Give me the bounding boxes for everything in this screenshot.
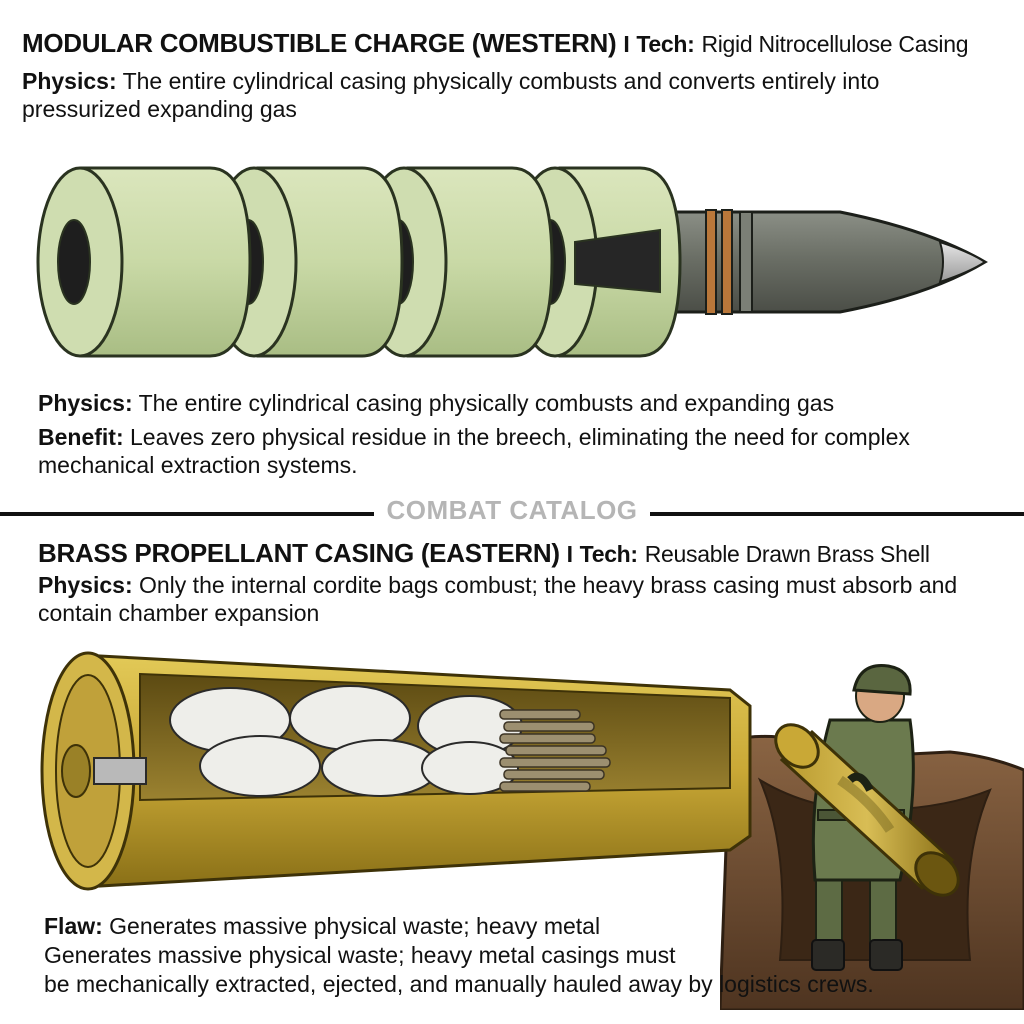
cordite-bags-icon <box>169 685 523 797</box>
bottom-section-title: BRASS PROPELLANT CASING (EASTERN) I Tech… <box>38 538 1008 569</box>
top-physics-repeat-paragraph: Physics: The entire cylindrical casing p… <box>38 390 998 418</box>
soldier-illustration <box>720 664 1024 1010</box>
top-tech-value: Rigid Nitrocellulose Casing <box>701 31 969 57</box>
top-physics2-label: Physics: <box>38 390 133 416</box>
bottom-tech-label: Tech: <box>579 541 638 567</box>
bottom-physics-label: Physics: <box>38 572 133 598</box>
flaw-label: Flaw: <box>44 913 103 939</box>
divider-label-text: COMBAT CATALOG <box>374 495 650 525</box>
brass-casing-illustration <box>40 651 752 891</box>
projectile-icon <box>638 209 988 315</box>
flaw-line-1: Generates massive physical waste; heavy … <box>109 913 601 939</box>
flaw-line-2: Generates massive physical waste; heavy … <box>44 941 676 968</box>
benefit-text: Leaves zero physical residue in the bree… <box>38 424 910 478</box>
benefit-paragraph: Benefit: Leaves zero physical residue in… <box>38 424 998 479</box>
bottom-physics-text: Only the internal cordite bags combust; … <box>38 572 958 626</box>
benefit-label: Benefit: <box>38 424 124 450</box>
top-physics-paragraph: Physics: The entire cylindrical casing p… <box>22 68 982 123</box>
bottom-title-text: BRASS PROPELLANT CASING (EASTERN) <box>38 538 560 568</box>
flaw-paragraph: Flaw: Generates massive physical waste; … <box>44 912 1004 998</box>
charge-module-1 <box>36 166 252 358</box>
top-physics-label: Physics: <box>22 68 117 94</box>
divider-label: COMBAT CATALOG <box>0 495 1024 526</box>
bottom-physics-paragraph: Physics: Only the internal cordite bags … <box>38 572 998 627</box>
top-physics2-text: The entire cylindrical casing physically… <box>138 390 835 416</box>
top-physics-text: The entire cylindrical casing physically… <box>22 68 880 122</box>
top-section-title: MODULAR COMBUSTIBLE CHARGE (WESTERN) I T… <box>22 28 1012 59</box>
modular-charge-illustration <box>36 166 988 358</box>
spent-shell-icon <box>774 723 960 897</box>
top-title-text: MODULAR COMBUSTIBLE CHARGE (WESTERN) <box>22 28 617 58</box>
cordite-sticks-icon <box>499 709 611 792</box>
top-title-separator: I <box>623 31 630 57</box>
bottom-title-separator: I <box>566 541 573 567</box>
bottom-tech-value: Reusable Drawn Brass Shell <box>644 541 930 567</box>
top-tech-label: Tech: <box>636 31 695 57</box>
flaw-line-3: be mechanically extracted, ejected, and … <box>44 970 874 997</box>
